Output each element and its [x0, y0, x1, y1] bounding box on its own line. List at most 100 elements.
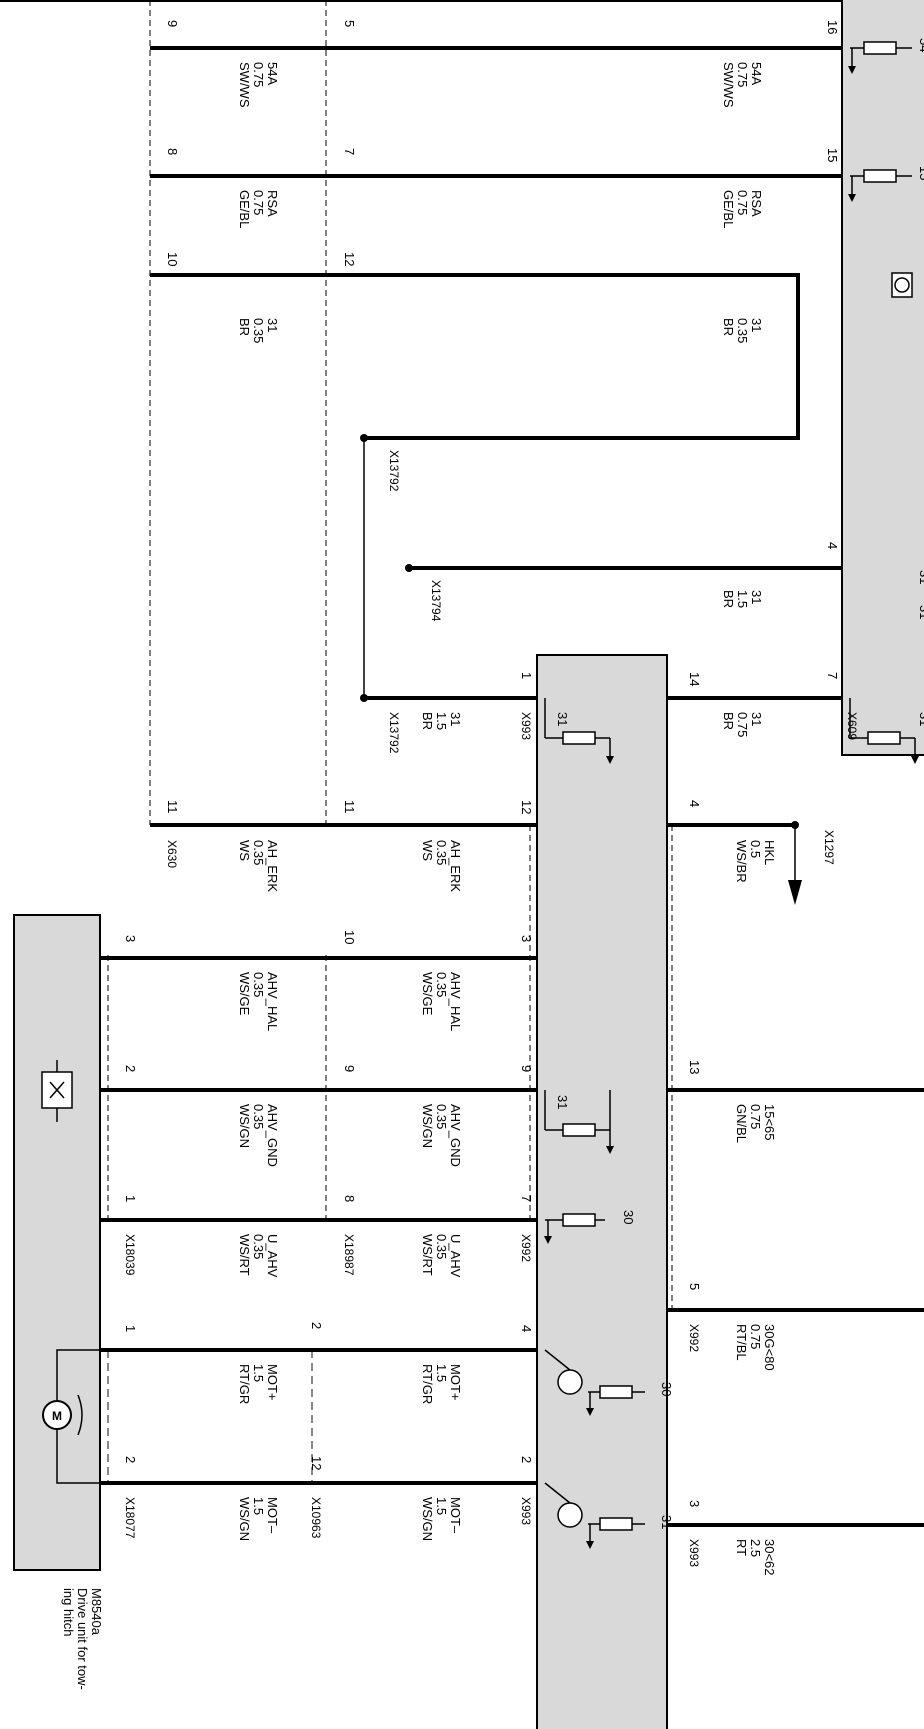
- ref-label-r5: 31: [659, 1515, 674, 1529]
- pin-number-8-0: 1: [123, 1195, 138, 1202]
- wire-label-4-0-line-0: 31: [448, 712, 463, 726]
- wire-label-6-0-line-1: 0.35: [251, 972, 266, 997]
- wire-label-9-0-line-0: MOT+: [265, 1364, 280, 1400]
- resistor-symbol-top2: [848, 169, 912, 202]
- pin-number-4-2: 7: [825, 672, 840, 679]
- wire-label-8-1-line-2: WS/RT: [420, 1234, 435, 1276]
- wire-label-0-1-line-2: SW/WS: [721, 62, 736, 108]
- wire-label-5-1-line-2: WS: [420, 840, 435, 861]
- wire-label-8-0-line-0: U_AHV: [265, 1234, 280, 1278]
- pin-number-2-0: 10: [165, 252, 180, 266]
- pin-number-9-0: 1: [123, 1325, 138, 1332]
- wire-label-9-1-line-0: MOT+: [448, 1364, 463, 1400]
- pin-number-10-0: 2: [123, 1456, 138, 1463]
- wire-label-6-1-line-1: 0.35: [434, 972, 449, 997]
- resistor-symbol-x993: [544, 698, 614, 764]
- wire-label-6-1-line-2: WS/GE: [420, 972, 435, 1016]
- module-drive-unit: [13, 914, 101, 1571]
- pin-number-6-0: 3: [123, 935, 138, 942]
- wire-label-2-0-line-1: 0.35: [251, 318, 266, 343]
- wire-label-5-2-line-0: HKL: [762, 840, 777, 865]
- wire-label-10-2-line-2: RT: [734, 1539, 749, 1556]
- ref-label-r2: 31: [555, 712, 570, 726]
- wire-label-10-1-line-0: MOT–: [448, 1497, 463, 1534]
- wire-label-9-0-line-1: 1.5: [251, 1364, 266, 1382]
- circle-symbol-icon: [891, 272, 913, 298]
- connector-label-x18987: X18987: [342, 1234, 356, 1276]
- connector-label-x993-1: X993: [519, 712, 533, 740]
- wire-label-4-1-line-2: BR: [721, 712, 736, 730]
- x-box-symbol-icon: [41, 1060, 73, 1122]
- wire-31-035: [150, 273, 800, 440]
- wire-label-7-0-line-0: AHV_GND: [265, 1104, 280, 1167]
- wire-label-0-0-line-0: 54A: [265, 62, 280, 85]
- ref-label-r7: 30: [659, 1382, 674, 1396]
- ref-label-r8: 31: [917, 570, 924, 584]
- wire-label-9-0-line-2: RT/GR: [237, 1364, 252, 1404]
- wire-label-10-1-line-2: WS/GN: [420, 1497, 435, 1541]
- wire-label-0-1-line-1: 0.75: [735, 62, 750, 87]
- wire-label-9-2-line-1: 0.75: [748, 1324, 763, 1349]
- pin-number-7-2: 9: [519, 1065, 534, 1072]
- pin-number-9-1: 2: [309, 1322, 324, 1329]
- wire-label-10-2-line-0: 30<62: [762, 1539, 777, 1576]
- ref-label-top1: 54: [917, 38, 924, 52]
- wire-label-1-1-line-1: 0.75: [735, 190, 750, 215]
- connector-label-x993-2: X993: [519, 1497, 533, 1525]
- wire-label-4-1-line-0: 31: [749, 712, 764, 726]
- wire-label-0-0-line-1: 0.75: [251, 62, 266, 87]
- wire-label-4-0-line-1: 1.5: [434, 712, 449, 730]
- pin-number-10-2: 2: [519, 1456, 534, 1463]
- wire-label-9-2-line-0: 30G<80: [762, 1324, 777, 1371]
- pin-number-10-1: 12: [309, 1456, 324, 1470]
- svg-text:M: M: [52, 1409, 62, 1423]
- pin-number-0-0: 9: [165, 20, 180, 27]
- wire-label-3-0-line-1: 1.5: [735, 590, 750, 608]
- pin-number-0-1: 5: [342, 20, 357, 27]
- pin-number-6-2: 3: [519, 935, 534, 942]
- wire-label-5-2-line-2: WS/BR: [734, 840, 749, 883]
- connector-label-x992-a: X992: [519, 1234, 533, 1262]
- pin-number-5-1: 11: [342, 800, 357, 814]
- pin-number-5-2: 12: [519, 800, 534, 814]
- component-label-line-1: Drive unit for tow-: [75, 1588, 90, 1690]
- wire-label-2-0-line-2: BR: [237, 318, 252, 336]
- wire-label-10-0-line-0: MOT–: [265, 1497, 280, 1534]
- wire-label-7-1-line-1: 0.35: [434, 1104, 449, 1129]
- ref-label-r3: 31: [555, 1095, 570, 1109]
- pin-number-7-0: 2: [123, 1065, 138, 1072]
- pin-number-6-1: 10: [342, 930, 357, 944]
- connector-label-x609: X609: [845, 712, 859, 740]
- wire-label-6-1-line-0: AHV_HAL: [448, 972, 463, 1031]
- wire-label-6-0-line-0: AHV_HAL: [265, 972, 280, 1031]
- wire-label-0-1-line-0: 54A: [749, 62, 764, 85]
- component-label-line-2: ing hitch: [61, 1588, 76, 1636]
- wire-label-8-1-line-1: 0.35: [434, 1234, 449, 1259]
- connector-label-x993-3: X993: [687, 1539, 701, 1567]
- wire-label-7-2-line-1: 0.75: [748, 1104, 763, 1129]
- wire-label-10-0-line-1: 1.5: [251, 1497, 266, 1515]
- pin-number-1-1: 7: [342, 148, 357, 155]
- wire-label-1-0-line-2: GE/BL: [237, 190, 252, 228]
- wire-label-3-0-line-0: 31: [749, 590, 764, 604]
- ref-label-r4: 31: [917, 605, 924, 619]
- wire-label-9-1-line-1: 1.5: [434, 1364, 449, 1382]
- wire-label-10-0-line-2: WS/GN: [237, 1497, 252, 1541]
- wire-label-7-0-line-1: 0.35: [251, 1104, 266, 1129]
- wire-label-1-1-line-2: GE/BL: [721, 190, 736, 228]
- wire-label-7-0-line-2: WS/GN: [237, 1104, 252, 1148]
- arrow-down-icon: [788, 880, 802, 905]
- pin-number-0-2: 16: [825, 20, 840, 34]
- wire-label-3-0-line-2: BR: [721, 590, 736, 608]
- wire-label-2-1-line-1: 0.35: [735, 318, 750, 343]
- pin-number-9-3: 5: [687, 1283, 702, 1290]
- wire-label-4-1-line-1: 0.75: [735, 712, 750, 737]
- connector-label-x13792-bot: X13792: [387, 712, 401, 754]
- terminal-dot-x13794: [405, 564, 413, 572]
- connector-label-x13792-top: X13792: [387, 450, 401, 492]
- wire-label-5-2-line-1: 0.5: [748, 840, 763, 858]
- resistor-symbol-u-ahv: [544, 1213, 605, 1244]
- pin-number-7-1: 9: [342, 1065, 357, 1072]
